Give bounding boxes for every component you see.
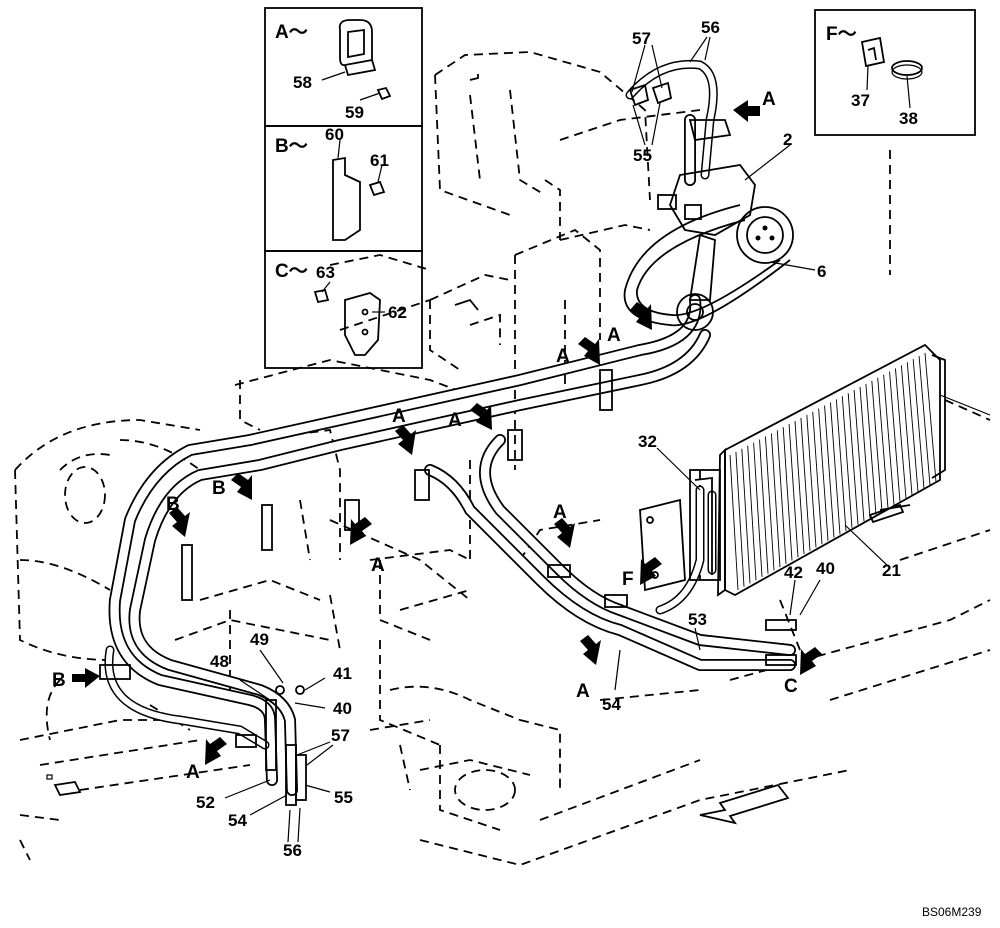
condenser-fin (776, 430, 787, 564)
part-38-label: 38 (899, 109, 918, 128)
condenser-fin (830, 402, 841, 535)
machine-frame (14, 51, 991, 866)
condenser-fin (759, 439, 769, 574)
inset-F-header: F～ (826, 24, 857, 45)
part-21-label: 21 (882, 561, 901, 580)
part-52-label: 52 (196, 793, 215, 812)
condenser-fin (835, 399, 847, 532)
condenser-fin (741, 448, 751, 584)
part-54-mid-label: 54 (602, 695, 621, 714)
condenser-fin (770, 433, 781, 568)
view-marker-labels: A A A A A A A A A B B B C F (52, 89, 798, 783)
condenser-fin (806, 414, 817, 548)
figure-code: BS06M239 (922, 905, 982, 919)
condenser-fin (865, 383, 877, 515)
view-marker-a-pump: A (607, 325, 621, 346)
view-marker-a-bottom-left: A (186, 762, 200, 783)
view-marker-a-bottom-right: A (576, 681, 590, 702)
view-marker-a-top: A (762, 89, 776, 110)
condenser-fin (800, 417, 811, 551)
part-63-label: 63 (316, 263, 335, 282)
part-labels: 57 56 55 2 6 32 21 42 40 53 54 49 48 41 … (196, 18, 901, 860)
condenser-fin (753, 442, 763, 577)
condenser-fin (747, 445, 757, 581)
part-56-bottom-label: 56 (283, 841, 302, 860)
condenser-fin (877, 377, 889, 509)
part-53-label: 53 (688, 610, 707, 629)
frame-edge (939, 394, 991, 416)
part-6-label: 6 (817, 262, 826, 281)
condenser-fin (895, 368, 907, 499)
inset-C-header: C～ (275, 261, 308, 282)
condenser-fin (918, 356, 931, 486)
part-60-label: 60 (325, 125, 344, 144)
part-57-bottom-label: 57 (331, 726, 350, 745)
view-marker-b-upper: B (212, 478, 226, 499)
condenser-fin (788, 424, 799, 558)
condenser-fin (912, 359, 925, 489)
part-55-top-label: 55 (633, 146, 652, 165)
condenser (639, 343, 946, 597)
view-marker-a-right-mid: A (553, 502, 567, 523)
condenser-fin (847, 393, 859, 525)
view-marker-b-lower: B (52, 670, 66, 691)
part-2-label: 2 (783, 130, 792, 149)
condenser-fin (818, 408, 829, 541)
view-marker-a-left-mid: A (556, 346, 570, 367)
part-40-right-label: 40 (816, 559, 835, 578)
view-marker-b-mid: B (166, 494, 180, 515)
condenser-fin (924, 352, 937, 483)
condenser-fin (841, 396, 853, 528)
part-42-label: 42 (784, 563, 803, 582)
condenser-fin (824, 405, 835, 538)
condenser-fin (871, 380, 883, 512)
condenser-fin (889, 371, 901, 502)
part-62-label: 62 (388, 303, 407, 322)
inset-F: F～ 37 38 (814, 9, 976, 136)
part-40-left-label: 40 (333, 699, 352, 718)
part-57-top-label: 57 (632, 29, 651, 48)
part-59-label: 59 (345, 103, 364, 122)
refrigerant-hoses (99, 59, 797, 806)
condenser-fin (853, 390, 865, 522)
compressor-assembly (623, 81, 794, 331)
condenser-fin (812, 411, 823, 545)
view-marker-a-centre: A (392, 406, 406, 427)
condenser-fin (782, 427, 793, 561)
view-marker-f: F (622, 569, 634, 590)
condenser-fin (735, 451, 745, 587)
condenser-fin (765, 436, 775, 571)
part-48-label: 48 (210, 652, 229, 671)
inset-A-header: A～ (275, 22, 308, 43)
view-arrows (72, 100, 822, 825)
part-56-top-label: 56 (701, 18, 720, 37)
condenser-fin (906, 362, 919, 492)
condenser-fin (859, 386, 871, 519)
part-49-label: 49 (250, 630, 269, 649)
leader-lines (224, 36, 891, 843)
part-55-bottom-label: 55 (334, 788, 353, 807)
view-marker-a-left: A (448, 410, 462, 431)
condenser-fin (883, 374, 895, 505)
part-37-label: 37 (851, 91, 870, 110)
inset-A: A～ 58 59 (264, 7, 423, 127)
inset-C: C～ 63 62 (264, 250, 423, 369)
part-61-label: 61 (370, 151, 389, 170)
view-marker-a-under: A (371, 555, 385, 576)
condenser-fin (900, 365, 913, 496)
part-32-label: 32 (638, 432, 657, 451)
inset-B: B～ 60 61 (264, 125, 423, 252)
condenser-fin (729, 454, 739, 591)
part-54-bottom-label: 54 (228, 811, 247, 830)
part-58-label: 58 (293, 73, 312, 92)
view-marker-c: C (784, 676, 798, 697)
condenser-fin (794, 420, 805, 555)
part-41-label: 41 (333, 664, 352, 683)
inset-B-header: B～ (275, 136, 308, 157)
